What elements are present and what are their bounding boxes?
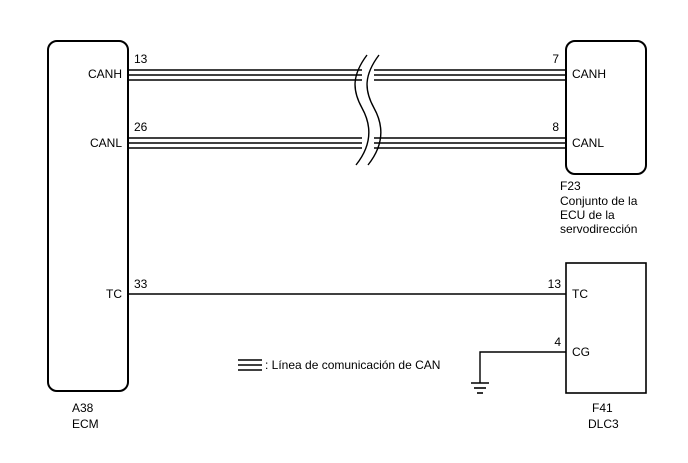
eps-canl-label: CANL <box>572 136 604 150</box>
wire-break-symbol <box>354 54 382 166</box>
ecm-canh-label: CANH <box>88 67 122 81</box>
ecm-tc-label: TC <box>106 287 122 301</box>
canl-wire-left <box>128 137 362 149</box>
ground-icon <box>471 382 489 394</box>
eps-ecu-box <box>565 40 647 175</box>
ecm-pin-canh: 13 <box>134 52 148 66</box>
dlc3-pin-tc: 13 <box>548 277 562 291</box>
eps-connector-code: F23 <box>560 179 581 193</box>
dlc3-tc-label: TC <box>572 287 588 301</box>
can-line-legend-text: : Línea de comunicación de CAN <box>265 358 440 372</box>
ecm-connector-code: A38 <box>72 401 94 415</box>
dlc3-name: DLC3 <box>588 417 619 431</box>
canl-wire-right <box>374 137 566 149</box>
dlc3-pin-cg: 4 <box>554 335 561 349</box>
dlc3-box <box>565 262 647 394</box>
eps-pin-canh: 7 <box>552 52 559 66</box>
ecm-box <box>47 40 129 392</box>
eps-name-line3: servodirección <box>560 222 637 236</box>
ecm-pin-canl: 26 <box>134 120 148 134</box>
eps-pin-canl: 8 <box>552 120 559 134</box>
dlc3-connector-code: F41 <box>592 401 613 415</box>
eps-name-line1: Conjunto de la <box>560 194 638 208</box>
dlc3-cg-label: CG <box>572 345 590 359</box>
ecm-pin-tc: 33 <box>134 277 148 291</box>
can-line-legend-icon <box>238 359 262 371</box>
canh-wire-left <box>128 69 362 81</box>
eps-name-line2: ECU de la <box>560 208 615 222</box>
ecm-canl-label: CANL <box>90 136 122 150</box>
ecm-name: ECM <box>72 417 99 431</box>
eps-canh-label: CANH <box>572 67 606 81</box>
canh-wire-right <box>374 69 566 81</box>
cg-ground-wire <box>479 351 566 383</box>
